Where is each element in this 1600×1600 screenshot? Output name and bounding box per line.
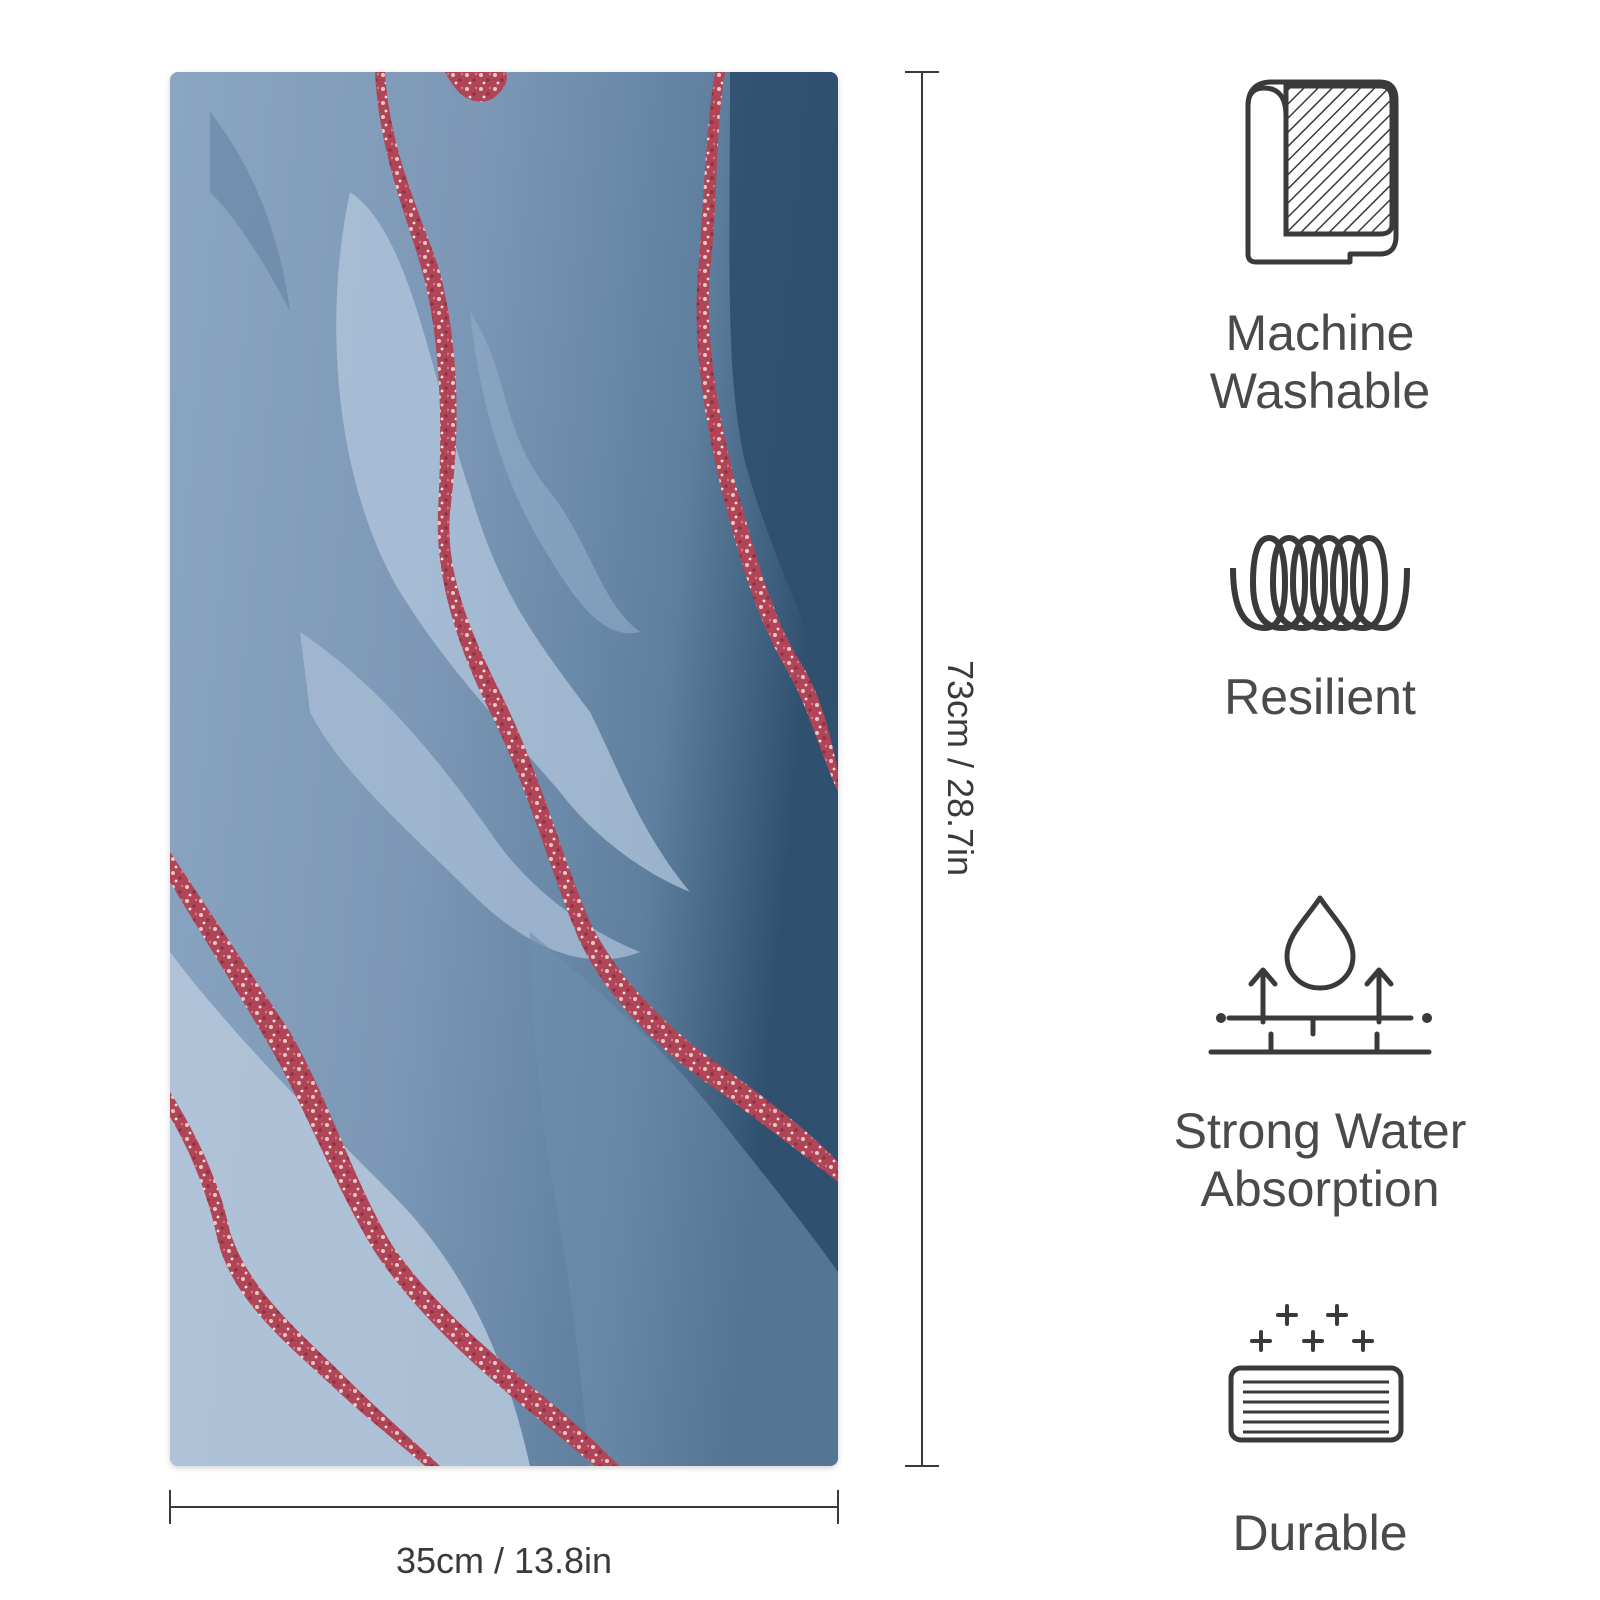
height-dimension-cap-top (905, 71, 939, 73)
machine-washable-icon (1245, 79, 1399, 265)
feature-label-line: Durable (1232, 1505, 1408, 1561)
durable-towel-sparkle-icon (1228, 1304, 1404, 1443)
width-dimension-label: 35cm / 13.8in (395, 1540, 613, 1581)
feature-durable: Durable (1120, 1302, 1520, 1562)
coil-spring-icon (1230, 534, 1410, 632)
feature-label: Machine Washable (1120, 304, 1520, 420)
width-dimension-cap-left (169, 1490, 171, 1524)
marble-pattern (170, 72, 838, 1466)
feature-machine-washable: Machine Washable (1120, 76, 1520, 420)
feature-label: Durable (1120, 1504, 1520, 1562)
feature-label-line: Strong Water (1173, 1103, 1467, 1159)
towel-product-image (170, 72, 838, 1466)
width-dimension-line (170, 1506, 838, 1508)
feature-label-line: Machine (1225, 305, 1415, 361)
feature-label-line: Resilient (1224, 669, 1416, 725)
feature-label-line: Washable (1209, 363, 1431, 419)
feature-water-absorption: Strong Water Absorption (1120, 892, 1520, 1218)
height-dimension-line (921, 72, 923, 1466)
feature-label: Resilient (1120, 668, 1520, 726)
feature-label-line: Absorption (1200, 1161, 1440, 1217)
height-dimension-cap-bottom (905, 1465, 939, 1467)
feature-resilient: Resilient (1120, 528, 1520, 726)
feature-label: Strong Water Absorption (1120, 1102, 1520, 1218)
water-drop-absorption-icon (1208, 895, 1432, 1055)
height-dimension-label: 73cm / 28.7in (940, 659, 981, 877)
width-dimension-cap-right (837, 1490, 839, 1524)
